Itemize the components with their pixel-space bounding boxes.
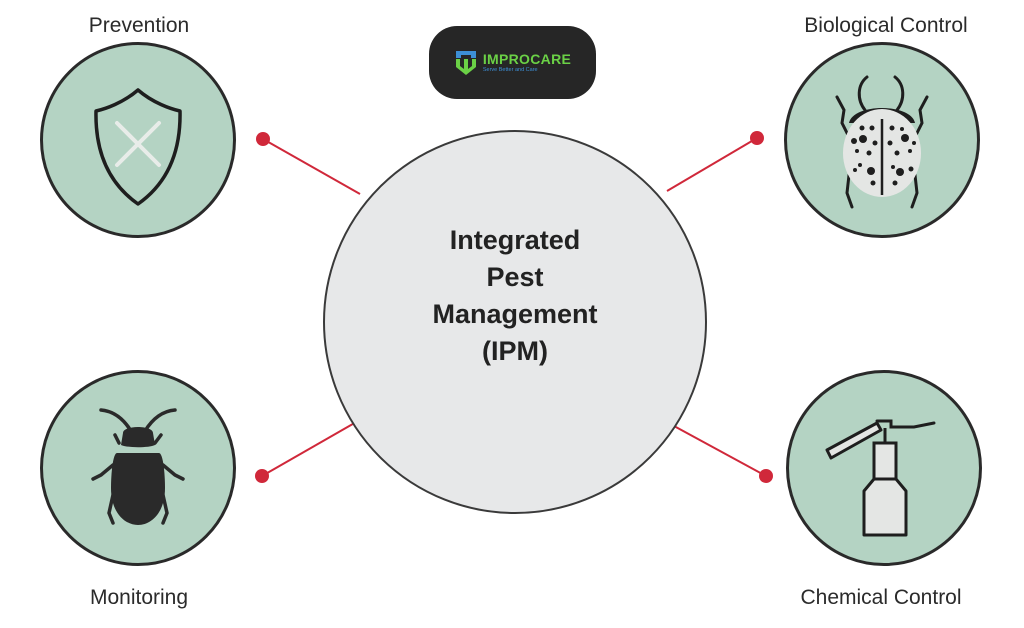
connector-chemical-control (673, 425, 767, 477)
center-title-line: Integrated (449, 225, 581, 255)
connector-biological-control (666, 137, 758, 192)
spray-bottle-icon (825, 419, 936, 537)
node-chemical-control (786, 370, 982, 566)
node-monitoring (40, 370, 236, 566)
node-biological-control (784, 42, 980, 238)
node-prevention (40, 42, 236, 238)
center-title: Integrated Pest Management (IPM) (432, 222, 597, 370)
node-label-biological-control: Biological Control (804, 14, 968, 37)
connector-dot-prevention (256, 132, 270, 146)
shield-x-icon (94, 88, 182, 206)
brand-name: IMPROCARE (482, 50, 572, 67)
ladybug-icon (835, 75, 929, 209)
improcare-shield-icon (455, 50, 476, 75)
node-label-chemical-control: Chemical Control (800, 586, 962, 609)
center-title-line: Management (432, 299, 598, 329)
beetle-icon (91, 408, 185, 525)
connector-dot-monitoring (255, 469, 269, 483)
center-node-ipm: Integrated Pest Management (IPM) (323, 130, 707, 514)
connector-prevention (262, 138, 361, 195)
node-label-prevention: Prevention (88, 14, 190, 37)
improcare-logo: IMPROCARE Serve Better and Care (429, 26, 596, 99)
connector-dot-chemical-control (759, 469, 773, 483)
connector-monitoring (261, 420, 359, 477)
connector-dot-biological-control (750, 131, 764, 145)
center-title-line: (IPM) (482, 336, 548, 366)
brand-tagline: Serve Better and Care (482, 66, 538, 73)
node-label-monitoring: Monitoring (89, 586, 189, 609)
center-title-line: Pest (486, 262, 544, 292)
